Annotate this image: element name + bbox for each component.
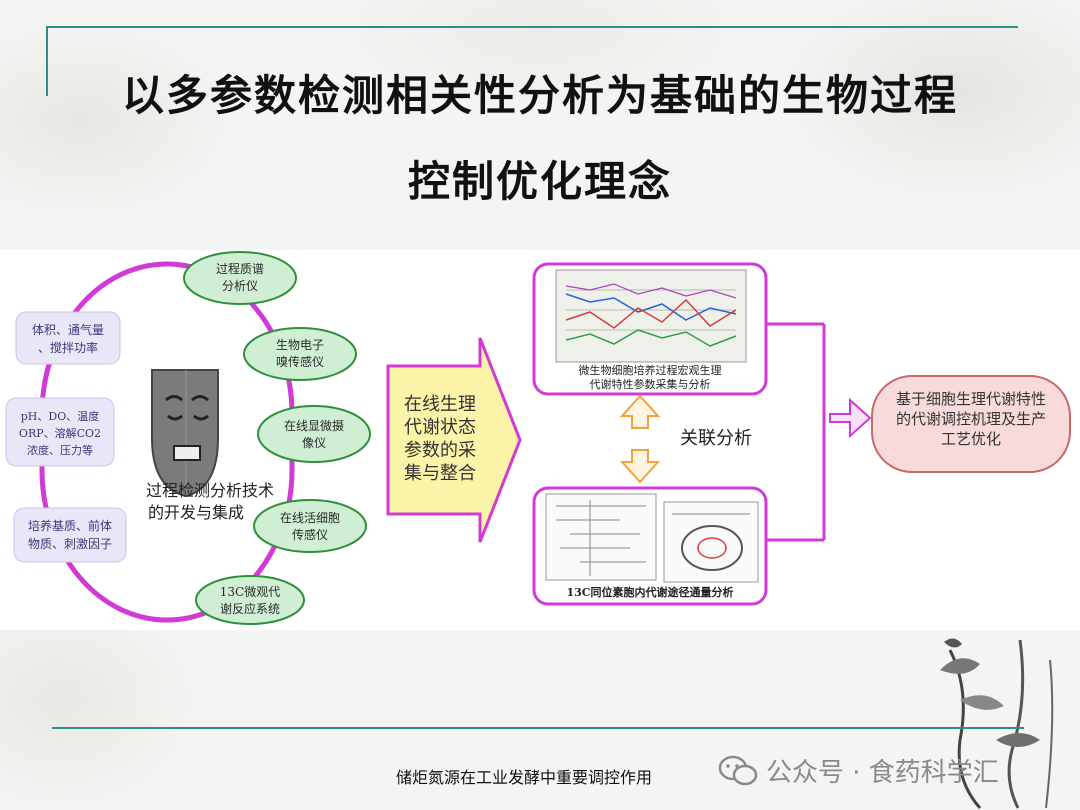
param-ph-line3: 浓度、压力等 [27, 443, 93, 457]
bottom-result-card: 13C同位素胞内代谢途径通量分析 [532, 486, 768, 606]
frame-left-line [46, 26, 48, 96]
arrow-label-line4: 集与整合 [404, 463, 476, 484]
goal-connector [766, 322, 872, 542]
goal-box: 基于细胞生理代谢特性 的代谢调控机理及生产 工艺优化 [871, 375, 1071, 473]
param-volume-line1: 体积、通气量 [32, 322, 104, 337]
frame-bottom-line [52, 727, 1024, 729]
param-box-medium: 培养基质、前体 物质、刺激因子 [13, 507, 127, 563]
frame-top-line [46, 26, 1018, 28]
node-nose-line2: 嗅传感仪 [276, 354, 324, 369]
diagram-panel: 体积、通气量 、搅拌功率 pH、DO、温度 ORP、溶解CO2 浓度、压力等 培… [0, 250, 1080, 630]
param-ph-line2: ORP、溶解CO2 [19, 426, 101, 440]
top-result-line2: 代谢特性参数采集与分析 [590, 377, 711, 391]
center-label-line1: 过程检测分析技术 [146, 481, 274, 500]
goal-line2: 的代谢调控机理及生产 [896, 410, 1046, 428]
integration-arrow: 在线生理 代谢状态 参数的采 集与整合 [386, 337, 522, 543]
node-live-cell-sensor: 在线活细胞 传感仪 [253, 499, 367, 553]
process-diagram: 体积、通气量 、搅拌功率 pH、DO、温度 ORP、溶解CO2 浓度、压力等 培… [5, 251, 1071, 625]
goal-line1: 基于细胞生理代谢特性 [896, 390, 1046, 408]
node-13c-system: 13C微观代 谢反应系统 [195, 575, 305, 625]
node-microscope: 在线显微摄 像仪 [257, 405, 371, 463]
watermark-text: 公众号 · 食药科学汇 [766, 758, 999, 788]
arrow-label-line3: 参数的采 [404, 440, 476, 461]
orchid-decoration [940, 638, 1054, 809]
node-13c-line1: 13C微观代 [220, 585, 280, 599]
param-medium-line2: 物质、刺激因子 [28, 537, 112, 551]
node-microscope-line2: 像仪 [302, 436, 326, 450]
arrow-label-line1: 在线生理 [404, 394, 476, 415]
node-electronic-nose: 生物电子 嗅传感仪 [243, 327, 357, 381]
slide-title-line1: 以多参数检测相关性分析为基础的生物过程 [121, 71, 958, 120]
face-icon [151, 369, 219, 498]
top-result-line1: 微生物细胞培养过程宏观生理 [579, 363, 722, 377]
center-label-line2: 的开发与集成 [148, 503, 244, 522]
node-nose-line1: 生物电子 [276, 338, 324, 352]
param-box-volume: 体积、通气量 、搅拌功率 [15, 311, 121, 365]
correlation-label: 关联分析 [680, 428, 752, 449]
param-medium-line1: 培养基质、前体 [28, 518, 112, 533]
param-volume-line2: 、搅拌功率 [38, 340, 98, 355]
node-microscope-line1: 在线显微摄 [284, 418, 344, 433]
correlation-arrows: 关联分析 [619, 394, 752, 484]
slide-title-line2: 控制优化理念 [407, 157, 672, 206]
node-livecell-line2: 传感仪 [292, 527, 328, 542]
watermark: 公众号 · 食药科学汇 [718, 752, 999, 789]
slide-footer: 储炬氮源在工业发酵中重要调控作用 [396, 768, 653, 787]
param-ph-line1: pH、DO、温度 [21, 409, 99, 423]
wechat-icon [718, 755, 758, 785]
top-result-card: 微生物细胞培养过程宏观生理 代谢特性参数采集与分析 [532, 262, 768, 396]
param-box-ph: pH、DO、温度 ORP、溶解CO2 浓度、压力等 [5, 397, 115, 467]
node-mass-line1: 过程质谱 [216, 261, 264, 276]
node-13c-line2: 谢反应系统 [220, 601, 280, 616]
node-mass-spectrometer: 过程质谱 分析仪 [183, 251, 297, 305]
node-livecell-line1: 在线活细胞 [280, 511, 340, 525]
node-mass-line2: 分析仪 [222, 279, 258, 293]
arrow-label-line2: 代谢状态 [404, 417, 476, 438]
goal-line3: 工艺优化 [941, 430, 1001, 448]
bottom-result-label: 13C同位素胞内代谢途径通量分析 [566, 585, 733, 599]
